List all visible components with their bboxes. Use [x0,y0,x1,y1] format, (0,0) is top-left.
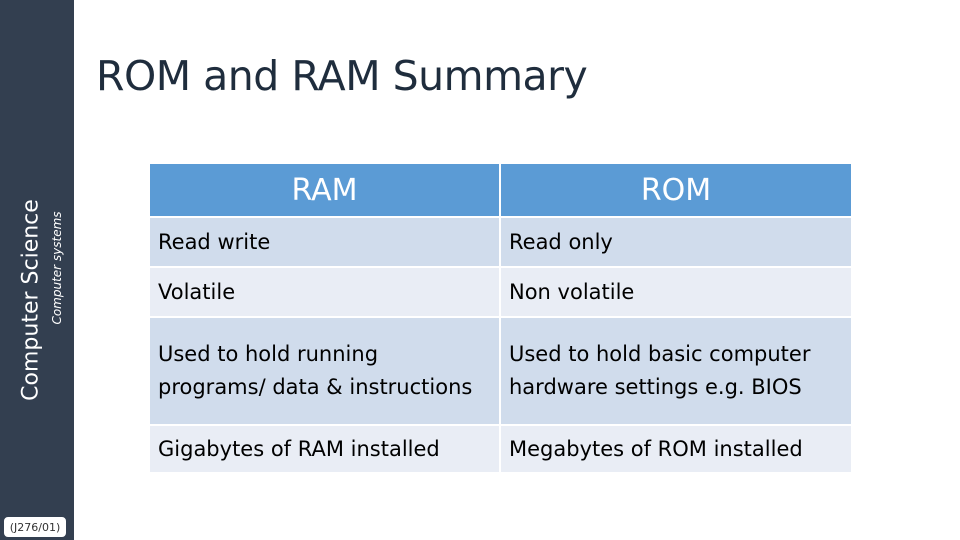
table-cell: Read only [499,216,853,268]
comparison-table: RAM ROM Read write Read only Volatile No… [148,162,853,474]
table-cell: Volatile [148,266,501,318]
header-ram: RAM [148,162,501,218]
table-cell: Gigabytes of RAM installed [148,424,501,474]
table-header-row: RAM ROM [148,162,853,218]
topic-label: Computer systems [50,211,64,325]
spec-code-badge: (J276/01) [4,517,66,537]
table-row: Gigabytes of RAM installed Megabytes of … [148,424,853,474]
table-cell: Used to hold basic computer hardware set… [499,316,853,426]
table-row: Volatile Non volatile [148,266,853,318]
subject-label: Computer Science [18,199,44,401]
table-cell: Used to hold running programs/ data & in… [148,316,501,426]
header-rom: ROM [499,162,853,218]
table-cell: Megabytes of ROM installed [499,424,853,474]
slide-title: ROM and RAM Summary [96,52,588,100]
table-cell: Non volatile [499,266,853,318]
table-row: Read write Read only [148,216,853,268]
table-cell: Read write [148,216,501,268]
sidebar: Computer Science Computer systems (J276/… [0,0,74,540]
table-row: Used to hold running programs/ data & in… [148,316,853,426]
